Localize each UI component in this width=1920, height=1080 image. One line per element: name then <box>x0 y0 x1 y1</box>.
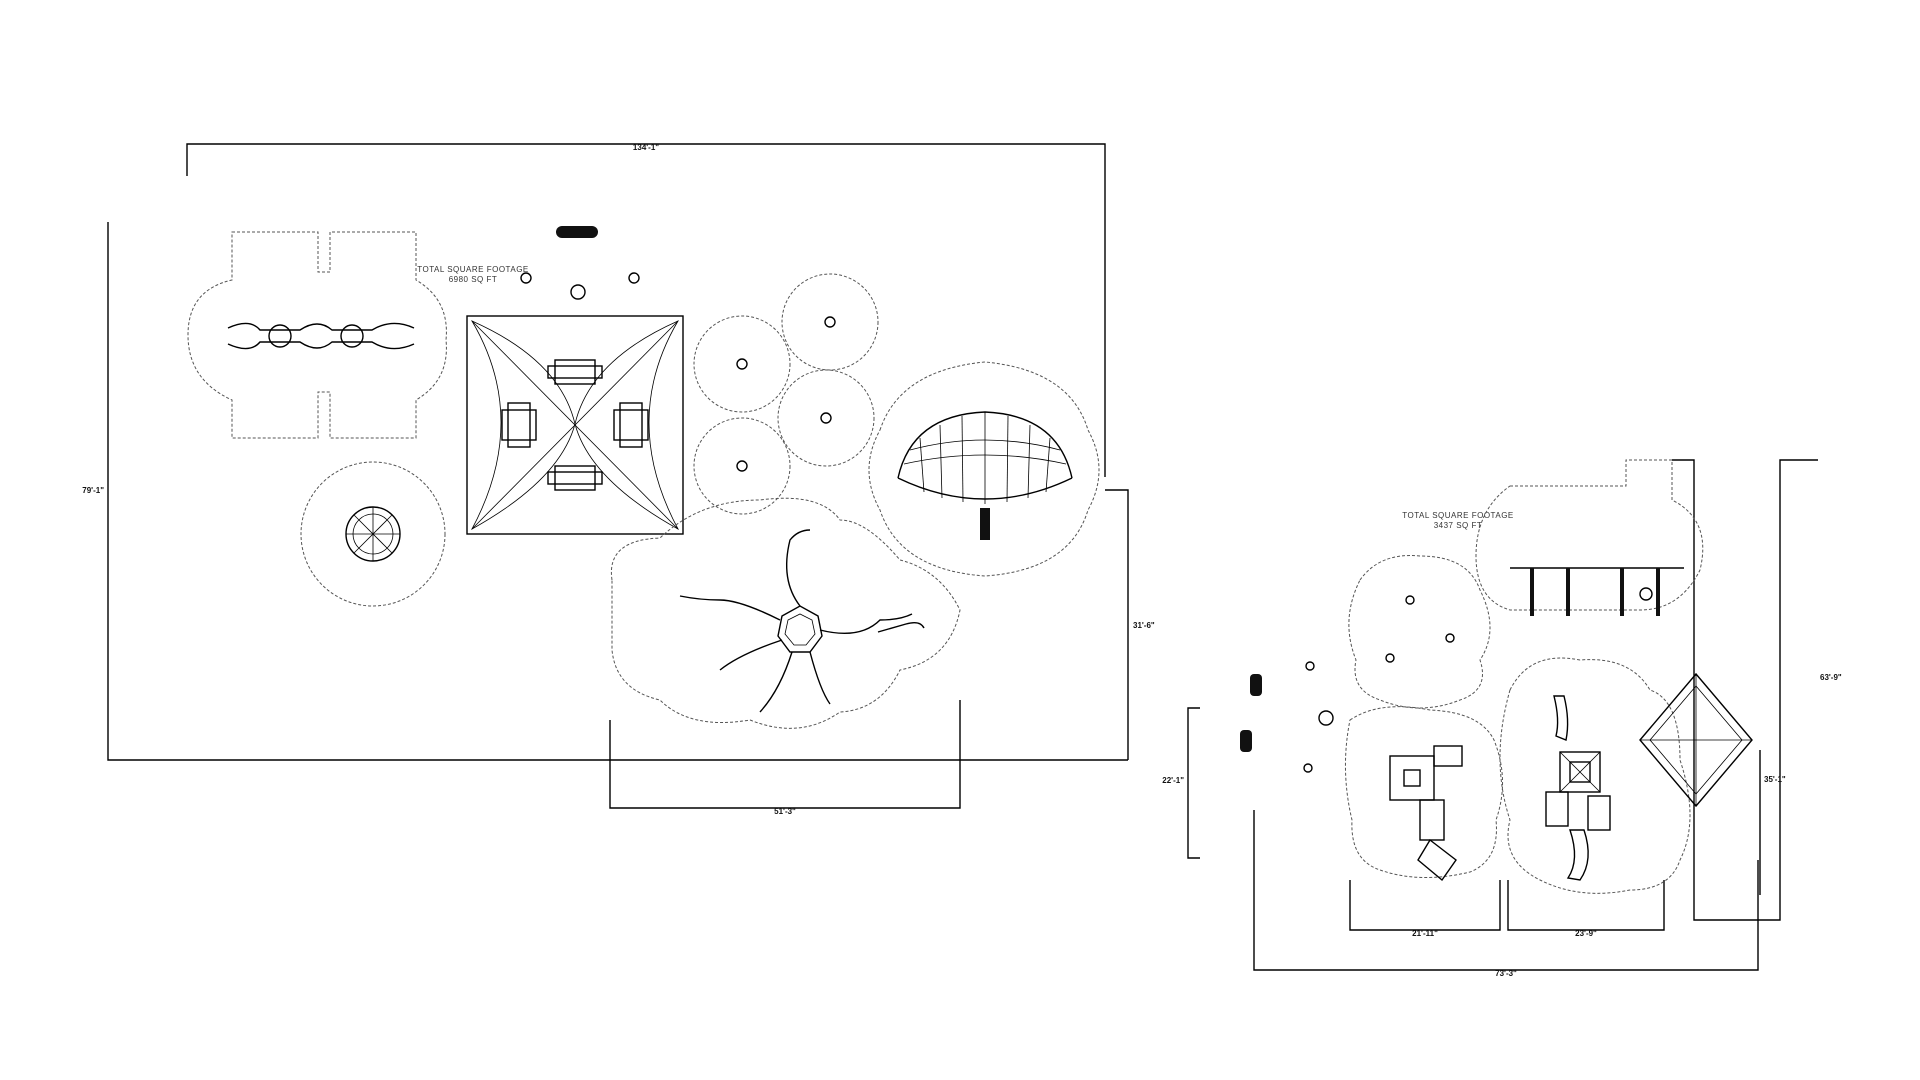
dim-right-left: 31'-6" <box>1133 621 1155 630</box>
small-play-items <box>520 226 640 300</box>
spring-rider-zone <box>1348 555 1491 709</box>
left-total-label: TOTAL SQUARE FOOTAGE <box>417 265 529 274</box>
right-dimension-lines: 63'-9" 35'-1" 22'-1" 21'-11" 23'-9" 73'-… <box>1162 459 1842 978</box>
dim-top-left: 134'-1" <box>633 143 659 152</box>
swing-bay-zone <box>1475 459 1704 616</box>
play-structure-zone <box>1344 706 1503 882</box>
dim-bottom-left: 51'-3" <box>774 807 796 816</box>
shade-canopy <box>1639 672 1753 808</box>
right-total-label: TOTAL SQUARE FOOTAGE <box>1402 511 1514 520</box>
left-total-value: 6980 SQ FT <box>449 275 498 284</box>
dome-climber-zone <box>868 361 1100 577</box>
dim-left-left: 79'-1" <box>82 486 104 495</box>
freestanding-items <box>1240 661 1334 773</box>
right-total-value: 3437 SQ FT <box>1434 521 1483 530</box>
spinner-wheel-zone <box>300 461 446 607</box>
right-plan: 63'-9" 35'-1" 22'-1" 21'-11" 23'-9" 73'-… <box>1162 459 1842 978</box>
dim-bottom-b: 23'-9" <box>1575 929 1597 938</box>
dim-bottom-a: 21'-11" <box>1412 929 1438 938</box>
left-dimension-lines: 134'-1" 79'-1" 31'-6" 51'-3" <box>82 143 1155 816</box>
dim-left-right: 22'-1" <box>1162 776 1184 785</box>
shade-pavilion <box>466 315 684 535</box>
net-climber-zone <box>610 497 961 729</box>
tower-slide-zone <box>1499 657 1691 894</box>
left-plan: 134'-1" 79'-1" 31'-6" 51'-3" TOTAL SQUAR… <box>82 143 1155 816</box>
swing-zone <box>187 231 447 439</box>
spinner-circles <box>693 273 879 515</box>
dim-bottom-total: 73'-3" <box>1495 969 1517 978</box>
dim-right-outer: 63'-9" <box>1820 673 1842 682</box>
dim-right-inner: 35'-1" <box>1764 775 1786 784</box>
